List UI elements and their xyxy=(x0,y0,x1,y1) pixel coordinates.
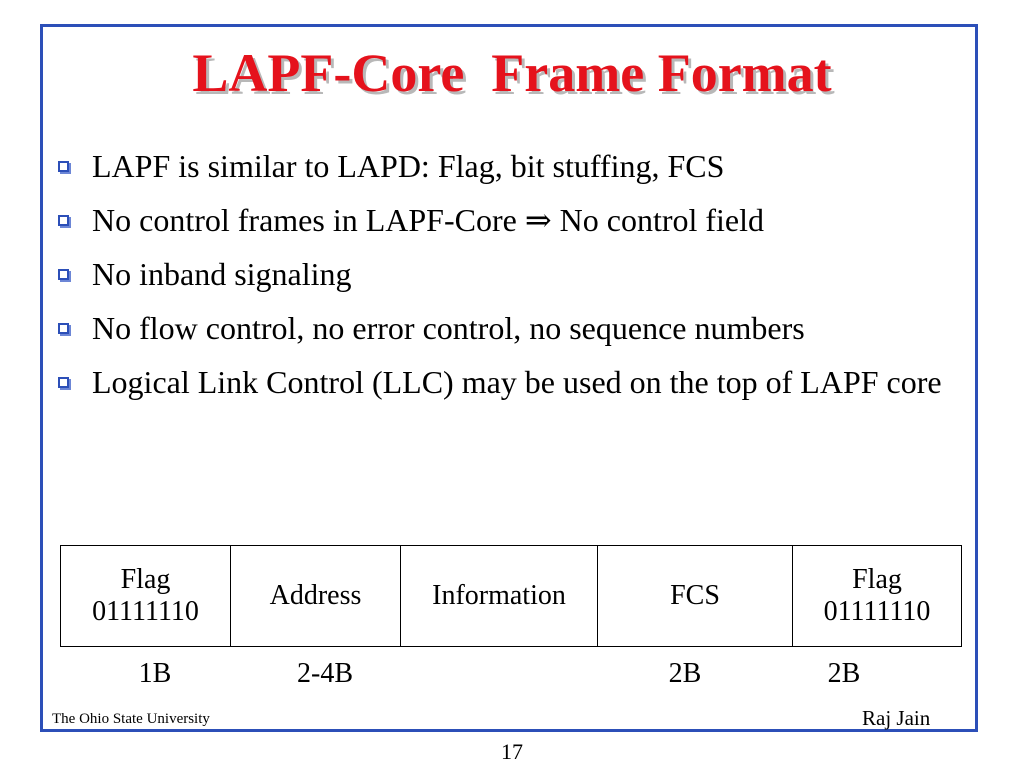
bullet-item: No control frames in LAPF-Core ⇒ No cont… xyxy=(52,202,972,238)
information-field-cell: Information xyxy=(400,545,598,647)
bullet-text: No inband signaling xyxy=(92,256,352,292)
field-size-label: 2-4B xyxy=(297,658,353,689)
square-bullet-icon xyxy=(58,215,69,226)
field-name: Flag xyxy=(852,564,902,595)
bullet-text: No flow control, no error control, no se… xyxy=(92,310,805,346)
bullet-text: LAPF is similar to LAPD: Flag, bit stuff… xyxy=(92,148,725,184)
bullet-text: Logical Link Control (LLC) may be used o… xyxy=(92,364,942,400)
field-name: FCS xyxy=(670,580,720,611)
field-pattern: 01111110 xyxy=(92,596,199,627)
frame-format-table: Flag 01111110 Address Information FCS Fl… xyxy=(60,545,962,647)
footer-author: Raj Jain xyxy=(862,706,931,730)
square-bullet-icon xyxy=(58,323,69,334)
square-bullet-icon xyxy=(58,161,69,172)
square-bullet-icon xyxy=(58,377,69,388)
field-size-label: 2B xyxy=(827,658,861,689)
bullet-list: LAPF is similar to LAPD: Flag, bit stuff… xyxy=(52,148,972,418)
square-bullet-icon xyxy=(58,269,69,280)
bullet-item: No flow control, no error control, no se… xyxy=(52,310,852,346)
footer-institution: The Ohio State University xyxy=(52,711,210,727)
slide-border xyxy=(40,24,978,732)
field-size-label: 1B xyxy=(138,658,172,689)
page-number: 17 xyxy=(501,739,523,764)
bullet-item: No inband signaling xyxy=(52,256,972,292)
bullet-item: LAPF is similar to LAPD: Flag, bit stuff… xyxy=(52,148,972,184)
slide-title: LAPF-Core Frame Format xyxy=(192,43,832,103)
flag-field-cell: Flag 01111110 xyxy=(792,545,962,647)
table-row: Flag 01111110 Address Information FCS Fl… xyxy=(60,545,962,647)
field-pattern: 01111110 xyxy=(823,596,931,627)
address-field-cell: Address xyxy=(230,545,401,647)
field-name: Address xyxy=(269,580,362,611)
field-size-label: 2B xyxy=(668,658,702,689)
field-name: Flag xyxy=(120,564,171,595)
bullet-text: No control frames in LAPF-Core ⇒ No cont… xyxy=(92,202,765,238)
field-name: Information xyxy=(432,580,566,611)
fcs-field-cell: FCS xyxy=(597,545,793,647)
bullet-item: Logical Link Control (LLC) may be used o… xyxy=(52,364,972,400)
flag-field-cell: Flag 01111110 xyxy=(60,545,231,647)
